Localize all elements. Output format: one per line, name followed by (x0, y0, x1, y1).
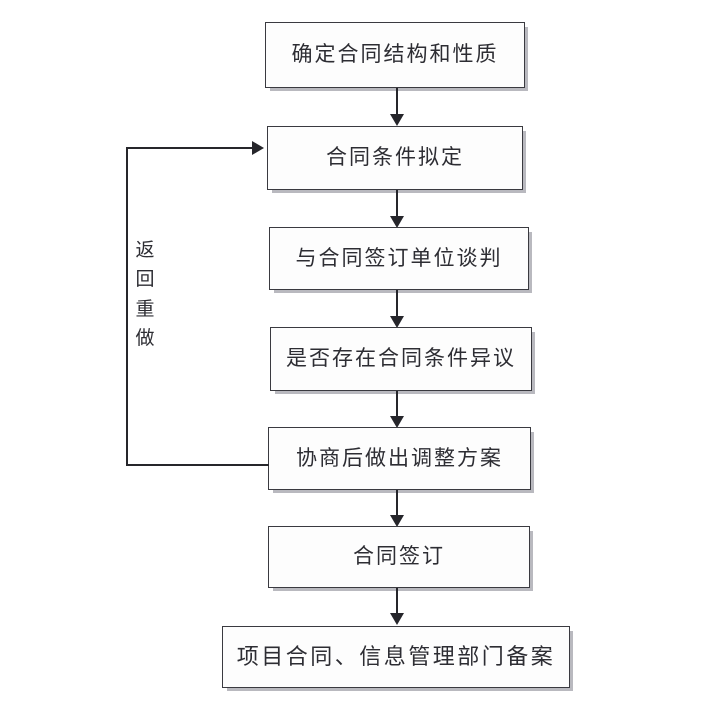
flowchart-node-3-label: 与合同签订单位谈判 (295, 245, 503, 270)
flowchart-node-5-label: 协商后做出调整方案 (296, 445, 503, 470)
flowchart-node-3[interactable]: 与合同签订单位谈判 (269, 227, 529, 290)
flowchart-node-1-label: 确定合同结构和性质 (291, 42, 499, 67)
arrowhead-loop-to-n2 (252, 141, 264, 155)
flowchart-node-1[interactable]: 确定合同结构和性质 (265, 22, 525, 88)
loop-edge-label-char-1: 返 (135, 240, 155, 261)
connector-n3-n4 (396, 290, 398, 320)
loop-edge-label: 返 回 重 做 (134, 236, 156, 354)
connector-n2-n3 (396, 190, 398, 220)
flowchart-node-7[interactable]: 项目合同、信息管理部门备案 (222, 626, 570, 688)
loop-segment-left (126, 147, 128, 466)
flowchart-node-2[interactable]: 合同条件拟定 (267, 126, 523, 190)
arrowhead-n5-n6 (390, 515, 404, 527)
loop-edge-label-char-4: 做 (135, 328, 155, 350)
arrowhead-n4-n5 (390, 416, 404, 428)
flowchart-node-4[interactable]: 是否存在合同条件异议 (270, 327, 532, 391)
connector-n4-n5 (396, 391, 398, 420)
flowchart-node-6[interactable]: 合同签订 (268, 526, 530, 588)
arrowhead-n3-n4 (390, 316, 404, 328)
loop-edge-label-char-2: 回 (135, 269, 155, 291)
connector-n1-n2 (396, 88, 398, 118)
loop-edge-label-char-3: 重 (135, 298, 155, 320)
flowchart-node-5[interactable]: 协商后做出调整方案 (268, 427, 531, 490)
flowchart-node-2-label: 合同条件拟定 (326, 145, 464, 170)
connector-n6-n7 (396, 588, 398, 616)
connector-n5-n6 (396, 490, 398, 519)
arrowhead-n6-n7 (390, 613, 404, 625)
flowchart-node-4-label: 是否存在合同条件异议 (286, 346, 516, 371)
arrowhead-n1-n2 (390, 114, 404, 126)
arrowhead-n2-n3 (390, 216, 404, 228)
loop-segment-top (126, 147, 253, 149)
loop-segment-bottom (126, 464, 269, 466)
flowchart-node-7-label: 项目合同、信息管理部门备案 (236, 643, 556, 669)
flowchart-node-6-label: 合同签订 (353, 544, 445, 569)
